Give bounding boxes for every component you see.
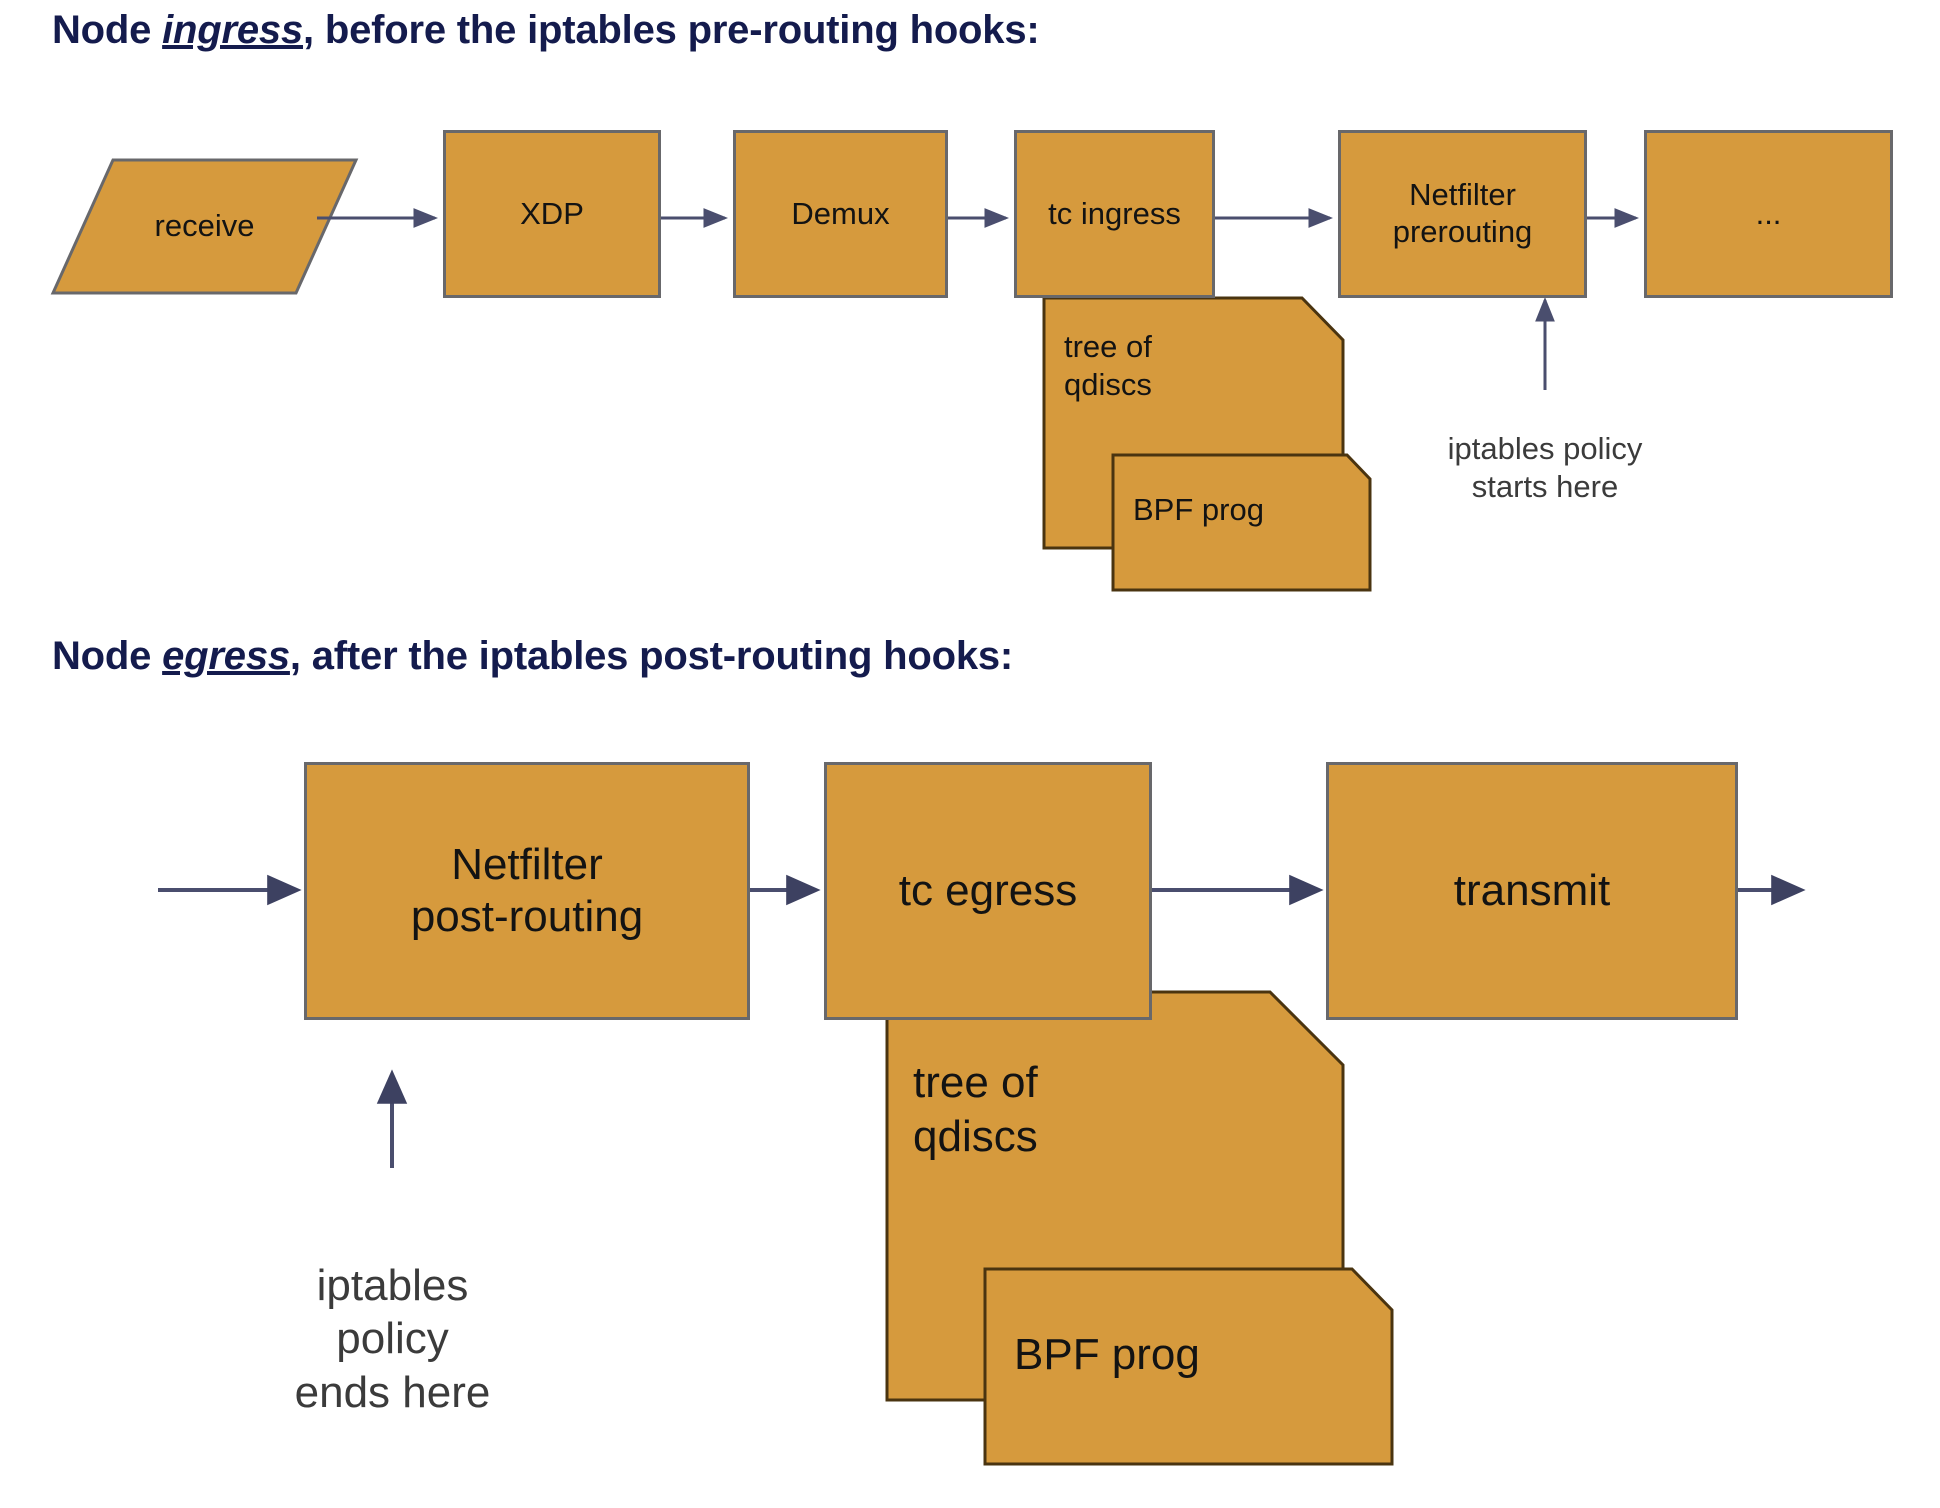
iptables-policy-starts-caption: iptables policy starts here xyxy=(1380,392,1710,505)
transmit-node-label: transmit xyxy=(1453,866,1611,916)
transmit-node[interactable]: transmit xyxy=(1326,762,1738,1020)
demux-node[interactable]: Demux xyxy=(733,130,948,298)
bpf-prog-doc-ingress[interactable]: BPF prog xyxy=(1133,455,1373,590)
bpf-prog-label: BPF prog xyxy=(1014,1330,1200,1379)
iptables-policy-ends-text: iptables policy ends here xyxy=(294,1260,491,1418)
ellipsis-node[interactable]: ... xyxy=(1644,130,1893,298)
receive-node-label: receive xyxy=(154,208,255,244)
heading-prefix: Node xyxy=(52,634,163,678)
iptables-policy-starts-text: iptables policy starts here xyxy=(1447,430,1643,504)
netfilter-prerouting-node-label: Netfilter prerouting xyxy=(1392,177,1533,249)
tc-ingress-node[interactable]: tc ingress xyxy=(1014,130,1215,298)
netfilter-prerouting-node[interactable]: Netfilter prerouting xyxy=(1338,130,1587,298)
iptables-policy-ends-caption: iptables policy ends here xyxy=(230,1205,555,1420)
tc-egress-node-label: tc egress xyxy=(898,866,1078,916)
bpf-prog-doc-egress[interactable]: BPF prog xyxy=(1014,1272,1392,1464)
tree-of-qdiscs-doc-egress[interactable]: tree of qdiscs xyxy=(913,996,1333,1400)
heading-prefix: Node xyxy=(52,8,163,52)
receive-node[interactable]: receive xyxy=(53,160,356,293)
ellipsis-node-label: ... xyxy=(1755,195,1782,231)
xdp-node-label: XDP xyxy=(520,195,584,231)
demux-node-label: Demux xyxy=(791,195,890,231)
tree-of-qdiscs-doc-ingress[interactable]: tree of qdiscs xyxy=(1064,300,1344,548)
tree-of-qdiscs-label: tree of qdiscs xyxy=(913,1058,1038,1161)
xdp-node[interactable]: XDP xyxy=(443,130,661,298)
netfilter-postrouting-node[interactable]: Netfilter post-routing xyxy=(304,762,750,1020)
netfilter-postrouting-node-label: Netfilter post-routing xyxy=(410,840,644,941)
heading-suffix: , before the iptables pre-routing hooks: xyxy=(303,8,1040,52)
tc-egress-node[interactable]: tc egress xyxy=(824,762,1152,1020)
ingress-heading: Node ingress, before the iptables pre-ro… xyxy=(52,8,1040,53)
tree-of-qdiscs-label: tree of qdiscs xyxy=(1064,329,1152,402)
egress-heading: Node egress, after the iptables post-rou… xyxy=(52,634,1013,679)
heading-suffix: , after the iptables post-routing hooks: xyxy=(289,634,1014,678)
bpf-prog-label: BPF prog xyxy=(1133,492,1264,527)
tc-ingress-node-label: tc ingress xyxy=(1048,195,1181,231)
heading-emphasis: egress xyxy=(162,634,290,678)
heading-emphasis: ingress xyxy=(162,8,304,52)
